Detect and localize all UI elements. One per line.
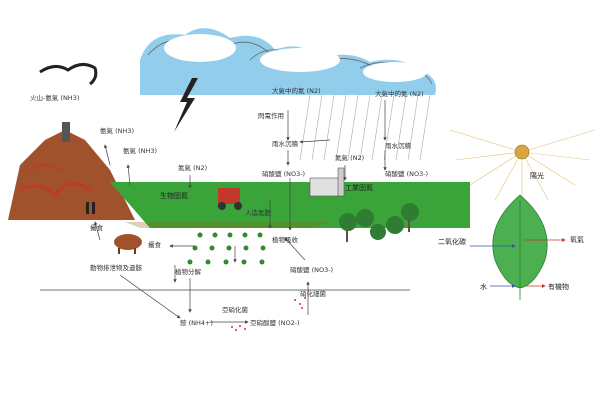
label-oxygen: 氧氣 (570, 235, 584, 244)
trees (339, 203, 419, 242)
sun-rays (449, 129, 596, 210)
tractor (218, 188, 242, 210)
label-nitrate-2: 硝酸鹽 (NO3-) (385, 169, 428, 178)
lightning-bolt (174, 78, 198, 132)
label-fertilizer: 人造氮肥 (245, 208, 272, 217)
label-rain-left: 雨水沉積 (272, 139, 299, 148)
label-animal-decomp: 動物排泄物及遺骸 (90, 263, 143, 272)
cycle-arrows (94, 100, 387, 324)
label-plant-decomp: 植物分解 (175, 267, 202, 276)
label-water: 水 (480, 282, 487, 291)
rain (299, 94, 431, 161)
label-industrial-fixation: 工業固氮 (345, 183, 373, 192)
label-nitrite-bacteria: 亞硝化菌 (222, 305, 249, 314)
label-ammonia-2: 氨氣 (NH3) (123, 146, 157, 155)
bacteria-dots (231, 297, 306, 331)
label-sunlight: 陽光 (530, 171, 544, 180)
volcano (8, 122, 135, 220)
volcano-smoke (39, 63, 98, 86)
crop-field (187, 232, 266, 265)
label-nitrate-bacteria: 硝化細菌 (300, 289, 327, 298)
label-plant-uptake: 植物吸收 (272, 235, 299, 244)
label-nitrite: 亞硝酸鹽 (NO2-) (250, 318, 300, 327)
label-atm-n2-left: 大氣中的氮 (N2) (272, 86, 321, 95)
sun (514, 144, 530, 160)
label-ammonium: 銨 (NH4+) (180, 318, 213, 327)
label-co2: 二氧化碳 (438, 237, 466, 246)
label-eating-2: 攝食 (148, 240, 162, 249)
cycle-labels: 火山-氨氣 (NH3) 氨氣 (NH3) 氨氣 (NH3) 大氣中的氮 (N2)… (30, 86, 428, 327)
label-n2-right: 氮氣 (N2) (335, 153, 364, 162)
label-lightning: 閃電作用 (258, 111, 284, 120)
label-atm-n2-right: 大氣中的氮 (N2) (375, 89, 424, 98)
cloud-bank (140, 28, 436, 96)
label-ammonia-1: 氨氣 (NH3) (100, 126, 134, 135)
pig (114, 234, 142, 254)
label-eating-1: 攝食 (90, 223, 104, 232)
label-nitrate-3: 硝酸鹽 (NO3-) (290, 265, 333, 274)
label-volcano-nh3: 火山-氨氣 (NH3) (30, 93, 79, 102)
label-rain-right: 雨水沉積 (385, 141, 412, 150)
label-bio-fixation: 生物固氮 (160, 191, 188, 200)
label-nitrate-1: 硝酸鹽 (NO3-) (262, 169, 305, 178)
people (86, 202, 95, 214)
photosynthesis-panel: 陽光 二氧化碳 氧氣 水 有機物 (438, 129, 596, 300)
label-organic: 有機物 (548, 282, 569, 291)
label-n2-left: 氮氣 (N2) (178, 163, 207, 172)
factory (309, 167, 345, 197)
